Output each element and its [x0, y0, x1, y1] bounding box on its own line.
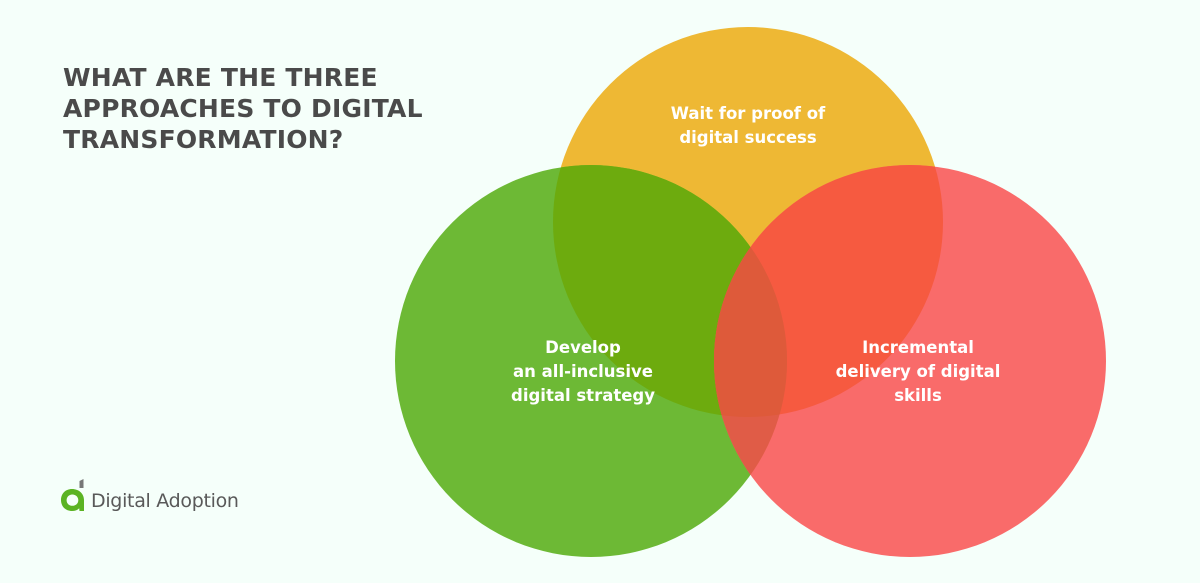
- label-wait-for-proof: Wait for proof of digital success: [671, 102, 826, 150]
- label-line: Develop: [545, 338, 621, 357]
- title-line: WHAT ARE THE THREE: [63, 63, 378, 92]
- label-line: digital success: [679, 128, 817, 147]
- brand-logo: Digital Adoption: [60, 479, 239, 513]
- label-line: digital strategy: [511, 386, 655, 405]
- label-line: an all-inclusive: [513, 362, 653, 381]
- label-line: Wait for proof of: [670, 104, 826, 123]
- label-line: skills: [894, 386, 942, 405]
- label-all-inclusive-strategy: Develop an all-inclusive digital strateg…: [511, 336, 655, 408]
- label-incremental-delivery: Incremental delivery of digital skills: [836, 336, 1001, 408]
- title-line: APPROACHES TO DIGITAL: [63, 94, 423, 123]
- brand-name: Digital Adoption: [91, 490, 239, 512]
- page-title: WHAT ARE THE THREE APPROACHES TO DIGITAL…: [63, 62, 483, 155]
- label-line: Incremental: [862, 338, 974, 357]
- digital-adoption-logo-icon: [61, 479, 84, 511]
- title-line: TRANSFORMATION?: [63, 125, 344, 154]
- label-line: delivery of digital: [835, 362, 1001, 381]
